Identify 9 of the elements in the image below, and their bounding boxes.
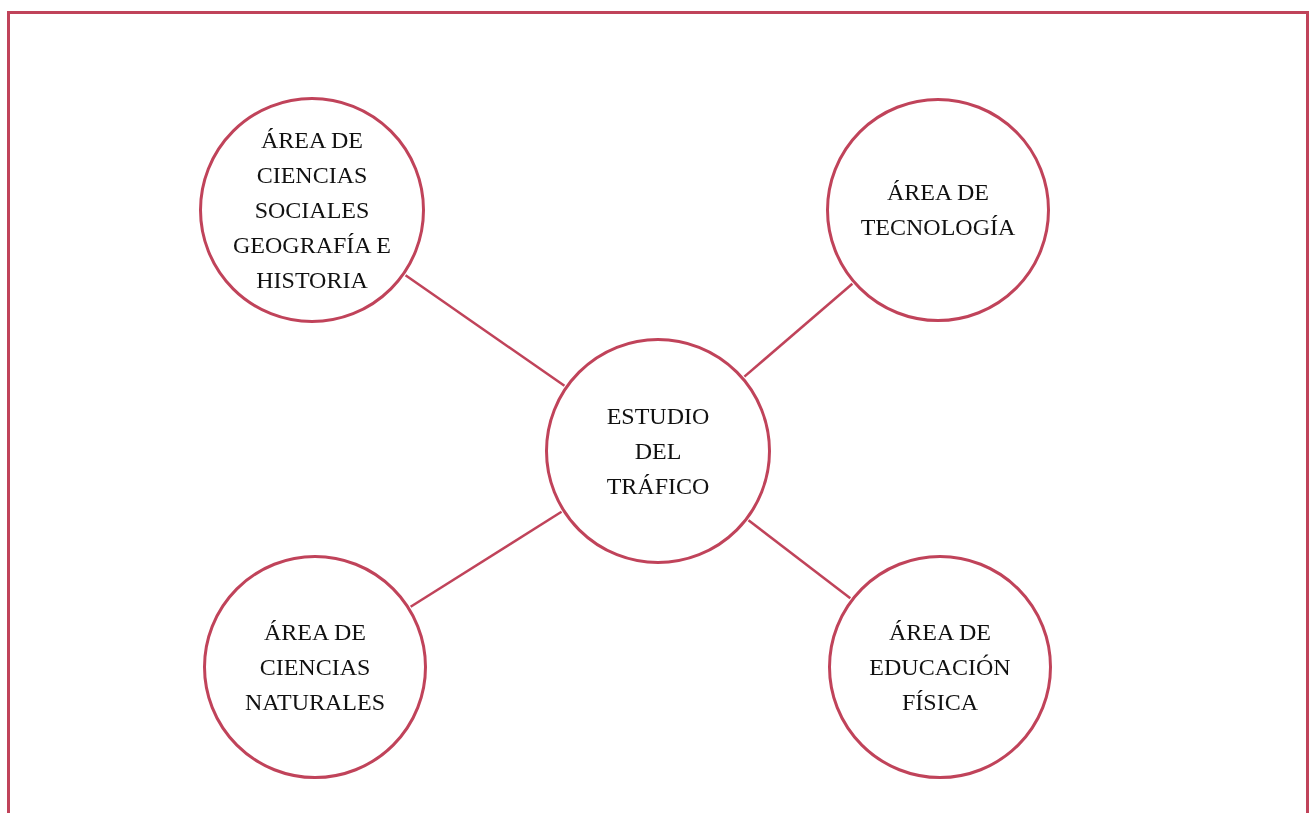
connector-line	[404, 274, 566, 387]
topic-label: ÁREA DE CIENCIAS NATURALES	[244, 617, 386, 717]
connector-line	[743, 282, 854, 378]
connector-line	[747, 519, 852, 600]
topic-label: ÁREA DE CIENCIAS SOCIALES GEOGRAFÍA E HISTORIA	[232, 125, 392, 295]
topic-label: ÁREA DE TECNOLOGÍA	[859, 178, 1017, 242]
connector-line	[409, 510, 563, 608]
topic-label: ESTUDIO DEL TRÁFICO	[605, 401, 711, 501]
topic-label: ÁREA DE EDUCACIÓN FÍSICA	[868, 617, 1012, 717]
